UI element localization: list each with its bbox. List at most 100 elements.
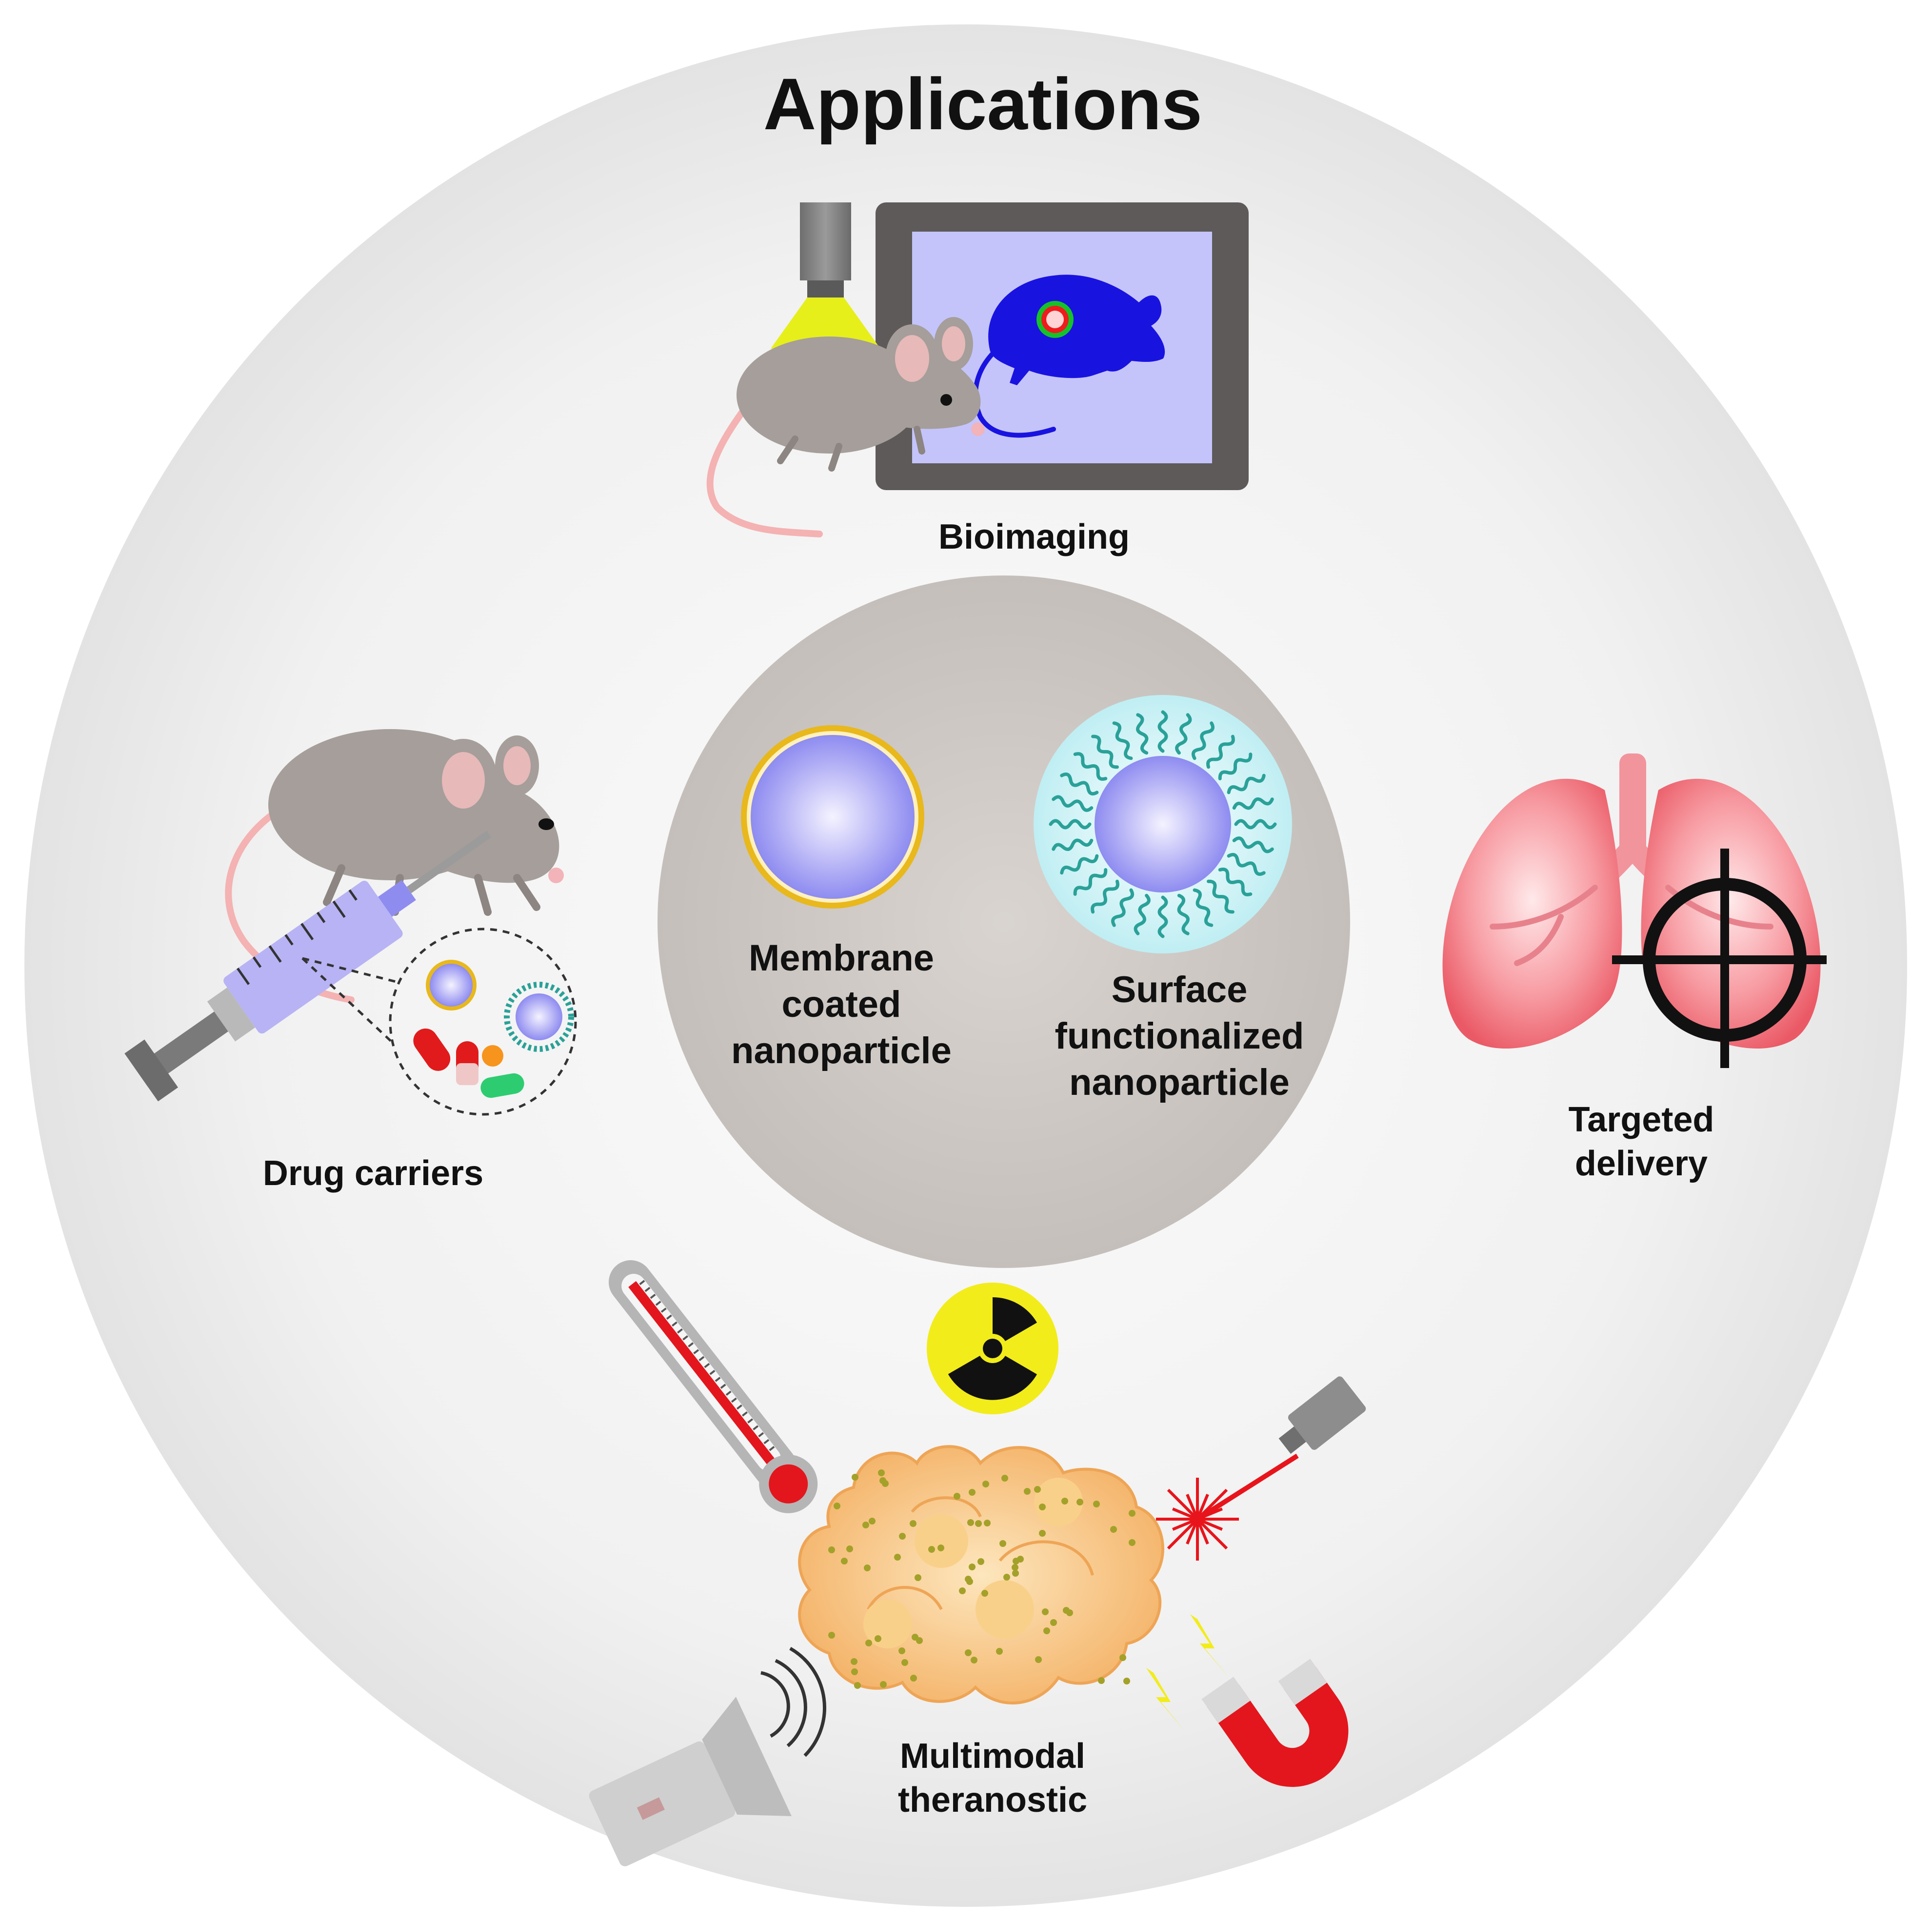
cancer-cells-icon: [798, 1445, 1164, 1704]
mouse-icon: [225, 729, 564, 1003]
cell-dot: [1012, 1570, 1019, 1577]
cell-dot: [1042, 1608, 1049, 1615]
thermometer-tick: [736, 1404, 742, 1410]
cell-dot: [828, 1632, 835, 1639]
cell-dot: [969, 1564, 976, 1570]
thermometer-tick: [742, 1411, 748, 1417]
thermometer-tick: [704, 1363, 710, 1368]
magnet-icon: [1201, 1659, 1349, 1787]
cell-dot: [1076, 1499, 1083, 1505]
cell-dot: [965, 1649, 972, 1656]
ultrasound-icon: [589, 1646, 826, 1866]
thermometer-tick: [671, 1321, 677, 1327]
thermometer-tick: [682, 1335, 689, 1341]
laser-icon: [1156, 1376, 1366, 1561]
thermometer-tick: [693, 1349, 699, 1354]
thermometer-tick: [720, 1384, 726, 1389]
cell-dot: [996, 1648, 1003, 1655]
cell-dot: [862, 1522, 869, 1528]
cell-dot: [841, 1558, 848, 1565]
targeted-delivery-label-1: Targeted: [1569, 1100, 1714, 1139]
bioimaging-label: Bioimaging: [938, 517, 1130, 556]
crosshair-icon: [1612, 849, 1827, 1068]
cell-dot: [1110, 1526, 1117, 1533]
cell-dot: [910, 1520, 916, 1527]
cell-dot: [1039, 1530, 1046, 1537]
thermometer-tick: [753, 1425, 759, 1430]
laser-ray: [1167, 1488, 1199, 1521]
cell-dot: [965, 1576, 972, 1583]
cell-dot: [1061, 1498, 1068, 1505]
radiation-icon: [927, 1283, 1058, 1414]
surface-functionalized-nanoparticle-icon: [1034, 695, 1292, 953]
thermometer-tick: [709, 1369, 716, 1375]
cell-dot: [869, 1518, 876, 1525]
cell-dot: [928, 1546, 935, 1553]
laser-ray: [1196, 1488, 1228, 1521]
thermometer-tick: [758, 1432, 764, 1438]
cell-dot: [851, 1658, 857, 1665]
cell-dot: [854, 1682, 861, 1689]
thermometer-tick: [715, 1377, 721, 1382]
cell-dot: [880, 1681, 887, 1688]
cell-dot: [834, 1503, 840, 1509]
thermometer-tick: [763, 1439, 770, 1445]
imaged-mouse-icon: [973, 275, 1165, 438]
title: Applications: [763, 63, 1202, 145]
cell-dot: [899, 1533, 906, 1540]
cell-dot: [977, 1558, 984, 1565]
cell-dot: [1043, 1627, 1050, 1634]
thermometer-tick: [769, 1446, 775, 1451]
cell-dot: [878, 1469, 885, 1476]
cell-dot: [1093, 1501, 1100, 1507]
membrane-coated-nanoparticle-icon: [741, 725, 924, 909]
cell-dot: [967, 1519, 974, 1526]
cell-dot: [915, 1574, 921, 1581]
multimodal-label-1: Multimodal: [900, 1737, 1085, 1776]
surface-functionalized-label-1: Surface: [1112, 969, 1248, 1010]
cell-dot: [864, 1565, 871, 1571]
cell-dot: [1063, 1607, 1070, 1614]
membrane-coated-label-1: Membrane: [749, 937, 934, 979]
cell-dot: [1017, 1556, 1024, 1563]
thermometer-tick: [639, 1280, 645, 1286]
thermometer-tick: [644, 1287, 651, 1292]
cell-dot: [959, 1587, 966, 1594]
cell-dot: [1024, 1488, 1031, 1495]
cell-dot: [1129, 1539, 1135, 1546]
targeted-delivery-label-2: delivery: [1575, 1144, 1708, 1183]
bioimaging-illustration: [706, 202, 1249, 537]
cell-dot: [1123, 1678, 1130, 1684]
cell-dot: [828, 1546, 835, 1553]
thermometer-tick: [747, 1418, 754, 1424]
cell-dot: [1039, 1504, 1046, 1510]
cell-dot: [975, 1520, 982, 1527]
cell-dot: [969, 1489, 976, 1496]
multimodal-label-2: theranostic: [898, 1781, 1087, 1820]
cell-dot: [1035, 1656, 1042, 1663]
thermometer-tick: [698, 1356, 705, 1362]
microscope-icon: [771, 202, 880, 349]
thermometer-tick: [731, 1397, 737, 1403]
thermometer-tick: [666, 1314, 672, 1320]
cell-dot: [1001, 1475, 1008, 1482]
cell-dot: [984, 1520, 991, 1526]
cell-dot: [981, 1590, 988, 1597]
drug-carriers-label: Drug carriers: [263, 1154, 483, 1193]
surface-functionalized-label-2: functionalized: [1055, 1015, 1304, 1057]
lightning-icon: [1146, 1614, 1229, 1731]
thermometer-tick: [725, 1390, 732, 1396]
cell-dot: [865, 1640, 872, 1646]
cell-dot: [954, 1493, 960, 1500]
cell-dot: [1098, 1677, 1105, 1684]
membrane-coated-label-2: coated: [782, 984, 901, 1025]
cell-dot: [1119, 1654, 1126, 1661]
membrane-coated-label-3: nanoparticle: [731, 1030, 952, 1071]
cell-dot: [898, 1647, 905, 1654]
cell-dot: [1129, 1510, 1135, 1517]
thermometer-icon: [609, 1260, 818, 1513]
cell-dot: [879, 1477, 886, 1484]
cell-dot: [910, 1675, 917, 1682]
cell-dot: [937, 1545, 944, 1551]
